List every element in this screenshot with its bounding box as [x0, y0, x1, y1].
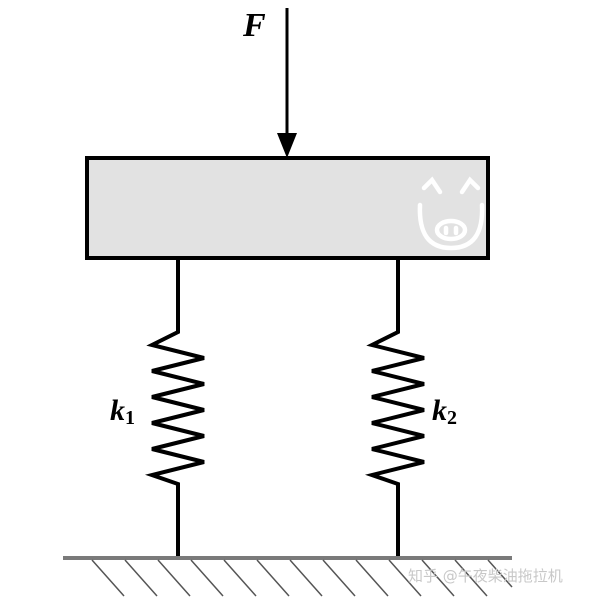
spring-2-coil [364, 258, 425, 560]
spring-2-label: k2 [432, 394, 457, 429]
force-label: F [242, 7, 266, 44]
spring-1-label: k1 [110, 394, 135, 429]
rigid-block [85, 156, 490, 260]
watermark-text: 知乎 @午夜柴油拖拉机 [408, 567, 563, 585]
pig-face-icon [417, 176, 485, 251]
spring-1 [144, 258, 205, 560]
force-arrow-head [277, 133, 297, 158]
spring-2 [364, 258, 425, 560]
spring-1-coil [144, 258, 205, 560]
ground-hatching [91, 559, 513, 597]
force-arrow [277, 8, 297, 158]
